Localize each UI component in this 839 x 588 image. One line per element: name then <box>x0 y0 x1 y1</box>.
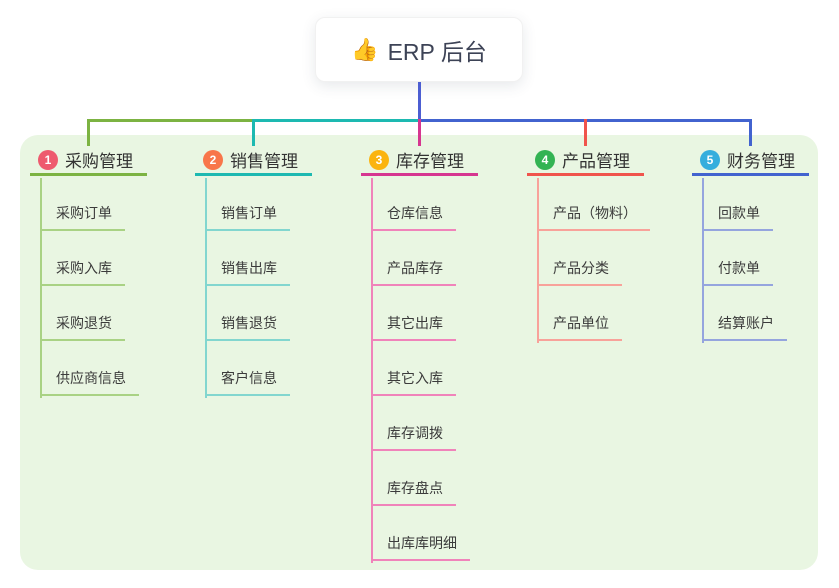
child-node[interactable]: 采购入库 <box>40 251 125 286</box>
branch-number-badge: 2 <box>203 149 223 170</box>
child-node[interactable]: 库存调拨 <box>371 416 456 451</box>
branch-number-badge: 4 <box>535 149 555 170</box>
child-node[interactable]: 出库库明细 <box>371 526 470 561</box>
child-node[interactable]: 采购退货 <box>40 306 125 341</box>
thumbs-up-icon: 👍 <box>351 36 379 62</box>
branch-title: 库存管理 <box>396 152 464 171</box>
child-node[interactable]: 客户信息 <box>205 361 290 396</box>
child-node[interactable]: 回款单 <box>702 196 773 231</box>
child-node[interactable]: 采购订单 <box>40 196 125 231</box>
child-node[interactable]: 产品（物料） <box>537 196 650 231</box>
branch-node-1[interactable]: 1 采购管理 <box>30 146 147 176</box>
connector-drop-branch-5 <box>749 119 752 146</box>
child-node[interactable]: 供应商信息 <box>40 361 139 396</box>
child-node[interactable]: 产品分类 <box>537 251 622 286</box>
branch-rail-line <box>702 178 704 343</box>
child-node[interactable]: 产品库存 <box>371 251 456 286</box>
child-node[interactable]: 销售退货 <box>205 306 290 341</box>
child-node[interactable]: 结算账户 <box>702 306 787 341</box>
child-node[interactable]: 销售订单 <box>205 196 290 231</box>
branch-node-5[interactable]: 5 财务管理 <box>692 146 809 176</box>
branch-node-4[interactable]: 4 产品管理 <box>527 146 644 176</box>
branch-title: 财务管理 <box>727 152 795 171</box>
child-node[interactable]: 仓库信息 <box>371 196 456 231</box>
child-node[interactable]: 其它出库 <box>371 306 456 341</box>
branches-panel <box>20 135 818 570</box>
branch-rail-line <box>537 178 539 343</box>
connector-drop-branch-1 <box>87 119 90 146</box>
branch-node-2[interactable]: 2 销售管理 <box>195 146 312 176</box>
root-node[interactable]: 👍 ERP 后台 <box>315 17 523 82</box>
connector-drop-branch-2 <box>252 119 255 146</box>
child-node[interactable]: 付款单 <box>702 251 773 286</box>
connector-line-branch-2 <box>253 119 420 122</box>
branch-node-3[interactable]: 3 库存管理 <box>361 146 478 176</box>
child-node[interactable]: 其它入库 <box>371 361 456 396</box>
branch-number-badge: 5 <box>700 149 720 170</box>
branch-rail-line <box>205 178 207 398</box>
connector-line-branch-1 <box>88 119 254 122</box>
child-node[interactable]: 销售出库 <box>205 251 290 286</box>
branch-title: 采购管理 <box>65 152 133 171</box>
connector-drop-branch-3 <box>418 119 421 146</box>
child-node[interactable]: 库存盘点 <box>371 471 456 506</box>
branch-rail-line <box>371 178 373 563</box>
connector-drop-branch-4 <box>584 119 587 146</box>
branch-number-badge: 1 <box>38 149 58 170</box>
branch-rail-line <box>40 178 42 398</box>
branch-number-badge: 3 <box>369 149 389 170</box>
branch-title: 销售管理 <box>230 152 298 171</box>
child-node[interactable]: 产品单位 <box>537 306 622 341</box>
root-title: ERP 后台 <box>387 38 487 65</box>
root-connector-line <box>418 82 421 122</box>
branch-title: 产品管理 <box>562 152 630 171</box>
